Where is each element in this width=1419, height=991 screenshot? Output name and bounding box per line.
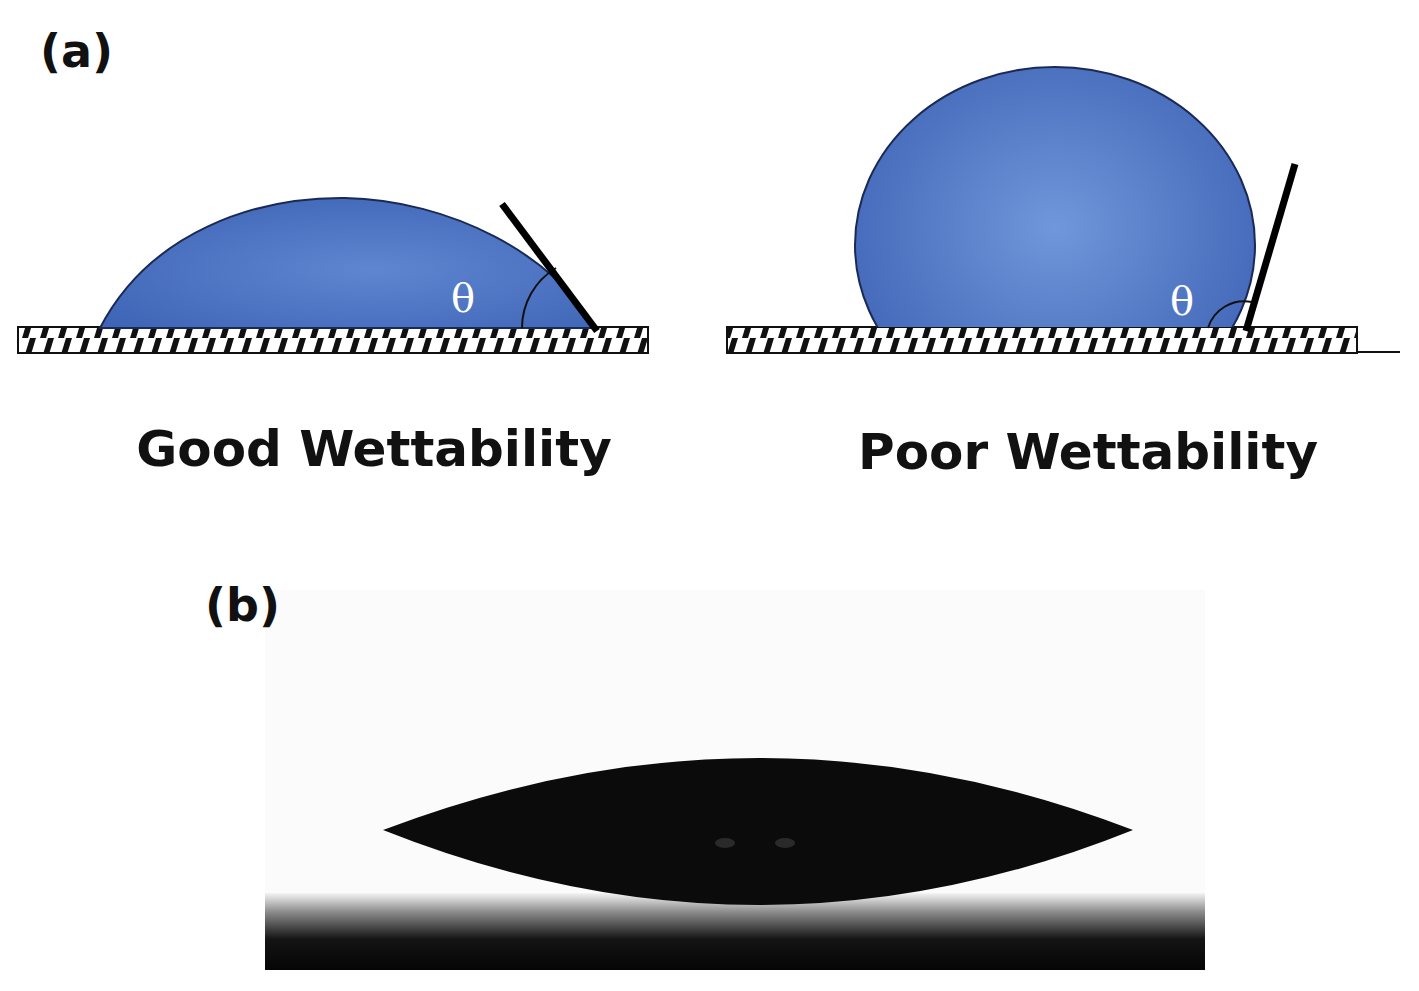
- substrate-edge: [1357, 351, 1400, 353]
- droplet-photo: [383, 758, 1133, 905]
- panel-label: (a): [40, 28, 113, 74]
- caption-label: Good Wettability: [136, 424, 611, 474]
- angle-symbol: θ: [451, 278, 475, 318]
- panel-label: (b): [205, 582, 280, 628]
- angle-symbol: θ: [1170, 281, 1194, 321]
- caption-label: Poor Wettability: [858, 427, 1318, 477]
- highlight: [715, 838, 735, 848]
- droplet: [855, 67, 1255, 327]
- angle-arc: [522, 268, 556, 328]
- substrate: [727, 327, 1357, 353]
- tangent-line: [502, 204, 597, 331]
- tangent-line: [1246, 164, 1295, 331]
- highlight: [775, 838, 795, 848]
- droplet: [100, 198, 595, 328]
- substrate: [18, 327, 648, 353]
- photo-background: [265, 590, 1205, 970]
